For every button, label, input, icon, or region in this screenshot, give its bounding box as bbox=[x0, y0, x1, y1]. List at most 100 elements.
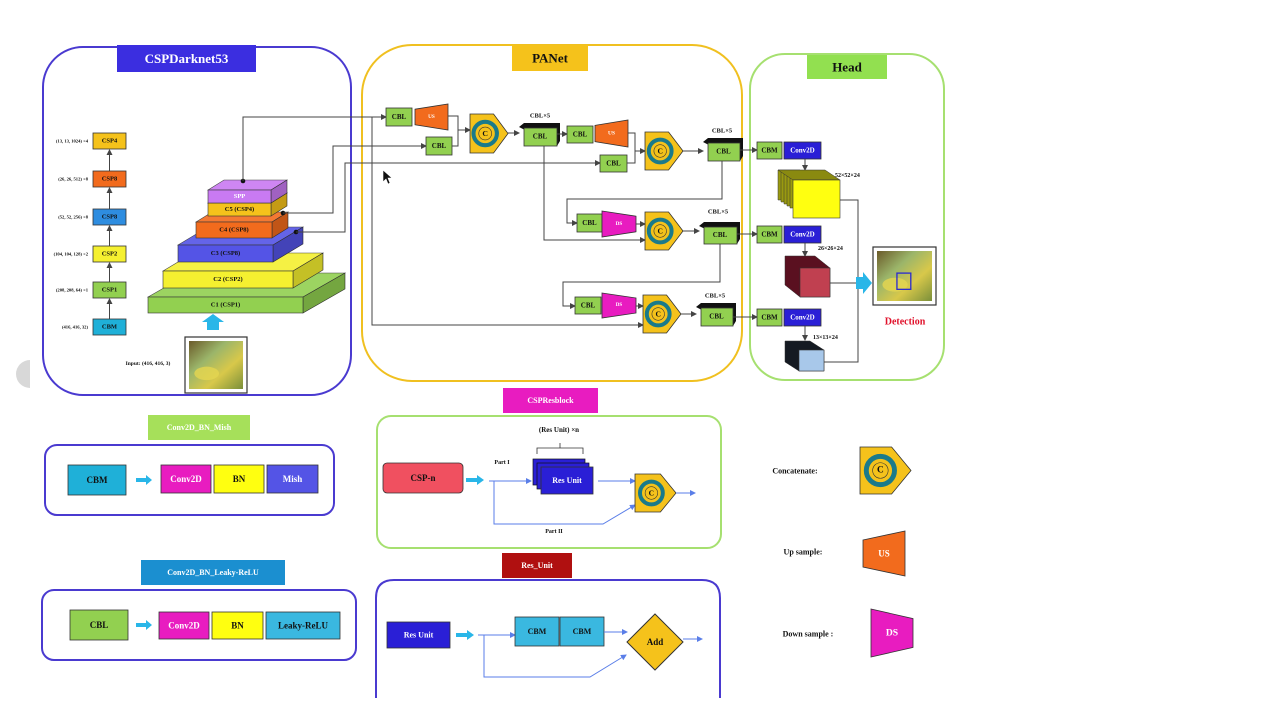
label: Conv2D bbox=[170, 474, 202, 484]
section-panel bbox=[44, 444, 335, 516]
input-label: Input: (416, 416, 3) bbox=[126, 360, 171, 367]
bn-item-shape bbox=[213, 464, 265, 494]
title-res-unit-shape bbox=[502, 553, 572, 578]
downsample-node: DS bbox=[601, 292, 637, 319]
res-unit-input-shape bbox=[386, 621, 451, 649]
detection-image bbox=[872, 246, 937, 306]
label: CBL bbox=[432, 142, 447, 150]
concat-ring-icon bbox=[863, 453, 897, 488]
label: CBM bbox=[761, 231, 778, 239]
res-unit-node-shape bbox=[540, 466, 594, 495]
output-tensor-13 bbox=[784, 340, 825, 372]
label: CSPDarknet53 bbox=[145, 51, 229, 66]
label: Leaky-ReLU bbox=[278, 621, 328, 631]
label: CSP1 bbox=[102, 287, 118, 294]
head-cbm-node: CBM bbox=[756, 225, 783, 244]
title-head: Head bbox=[807, 55, 887, 79]
upsample-node-shape bbox=[414, 103, 449, 131]
stage-shape-label: (104, 104, 128) ×2 bbox=[54, 252, 89, 257]
pyramid-label: SPP bbox=[234, 193, 246, 200]
head-cbm-node-shape bbox=[756, 141, 783, 160]
conv2d-item-shape bbox=[158, 611, 210, 640]
upsample-node: US bbox=[414, 103, 449, 131]
pyramid-label: C5 (CSP4) bbox=[225, 206, 254, 213]
csp-n-node-shape bbox=[382, 462, 464, 494]
label: DS bbox=[616, 221, 623, 227]
cbl5-label: CBL×5 bbox=[530, 113, 551, 120]
concat-ring-icon bbox=[646, 217, 674, 245]
concat-ring-icon bbox=[644, 300, 672, 328]
pyramid-label: C4 (CSP8) bbox=[219, 227, 248, 234]
section-panel bbox=[749, 53, 945, 381]
concat-inner-ring bbox=[653, 144, 667, 158]
detection-bbox bbox=[896, 272, 912, 290]
conv2d-item-shape bbox=[160, 464, 212, 494]
label: CSP2 bbox=[102, 251, 118, 258]
head-conv2d-node: Conv2D bbox=[783, 225, 822, 244]
concat-ring-icon bbox=[646, 137, 674, 165]
head-conv2d-node-shape bbox=[783, 225, 822, 244]
backbone-stage-1: CSP8 bbox=[92, 170, 127, 188]
concat-inner-ring bbox=[651, 307, 665, 321]
label: CBL bbox=[709, 313, 724, 321]
label: Res Unit bbox=[404, 631, 434, 640]
backbone-stage-5: CBM bbox=[92, 318, 127, 336]
backbone-stage-3: CSP2 bbox=[92, 245, 127, 263]
mouse-cursor-icon bbox=[382, 169, 393, 185]
head-cbm-node: CBM bbox=[756, 308, 783, 327]
backbone-stage-4: CSP1 bbox=[92, 281, 127, 299]
concat-inner-ring bbox=[644, 486, 658, 500]
concat-shape bbox=[469, 113, 509, 154]
section-panel bbox=[375, 579, 721, 698]
title-cspdarknet53: CSPDarknet53 bbox=[117, 45, 256, 72]
output-shape-label: 13×13×24 bbox=[813, 335, 838, 341]
concat-inner-ring bbox=[478, 126, 492, 141]
upsample-node: US bbox=[594, 119, 629, 148]
label: CBL bbox=[533, 133, 548, 141]
output-tensor-26 bbox=[784, 255, 831, 298]
title-conv2d-bn-leaky-relu: Conv2D_BN_Leaky-ReLU bbox=[141, 560, 285, 585]
label: DS bbox=[886, 628, 898, 639]
upsample-node-shape bbox=[594, 119, 629, 148]
downsample-node-shape bbox=[601, 210, 637, 238]
label: CBL bbox=[716, 148, 731, 156]
label: CBL bbox=[392, 113, 407, 121]
leaky-relu-item-shape bbox=[265, 611, 341, 640]
head-conv2d-node-shape bbox=[783, 141, 822, 160]
cbm-node-shape bbox=[514, 616, 560, 647]
backbone-stage-0: CSP4 bbox=[92, 132, 127, 150]
label: Conv2D_BN_Leaky-ReLU bbox=[167, 568, 259, 577]
side-nav-arrow-icon[interactable] bbox=[16, 360, 30, 388]
concat-ring-icon bbox=[638, 479, 665, 507]
cbl5-label: CBL×5 bbox=[708, 209, 729, 216]
legend-downsample-icon-shape bbox=[870, 608, 914, 658]
label: C bbox=[877, 466, 884, 476]
bn-item-shape bbox=[211, 611, 264, 640]
label: Conv2D bbox=[168, 621, 200, 631]
cbl5-node: CBL bbox=[696, 303, 736, 327]
backbone-stage-2: CSP8 bbox=[92, 208, 127, 226]
legend-concatenate-label: Concatenate: bbox=[772, 467, 817, 476]
label: Add bbox=[647, 637, 664, 647]
label: DS bbox=[616, 303, 623, 308]
arrow-icon bbox=[456, 630, 474, 640]
label: CSP8 bbox=[102, 176, 118, 183]
head-cbm-node-shape bbox=[756, 225, 783, 244]
cbl-node-shape bbox=[385, 107, 413, 127]
title-panet-shape bbox=[512, 45, 588, 71]
label: Res_Unit bbox=[521, 561, 553, 570]
title-panet: PANet bbox=[512, 45, 588, 71]
label: CBL bbox=[581, 302, 596, 310]
input-image bbox=[184, 336, 248, 394]
cbl-node-shape bbox=[566, 125, 594, 144]
output-tensor-52 bbox=[777, 169, 841, 219]
cbl-node-shape bbox=[574, 296, 602, 315]
connector-line bbox=[242, 114, 387, 181]
legend-concat-icon: C bbox=[859, 446, 912, 495]
label: BN bbox=[231, 621, 244, 631]
label: CBL bbox=[606, 160, 621, 168]
mish-item: Mish bbox=[266, 464, 319, 494]
concat-node: C bbox=[634, 473, 677, 513]
label: CBL bbox=[582, 219, 597, 227]
conv2d-item: Conv2D bbox=[158, 611, 210, 640]
